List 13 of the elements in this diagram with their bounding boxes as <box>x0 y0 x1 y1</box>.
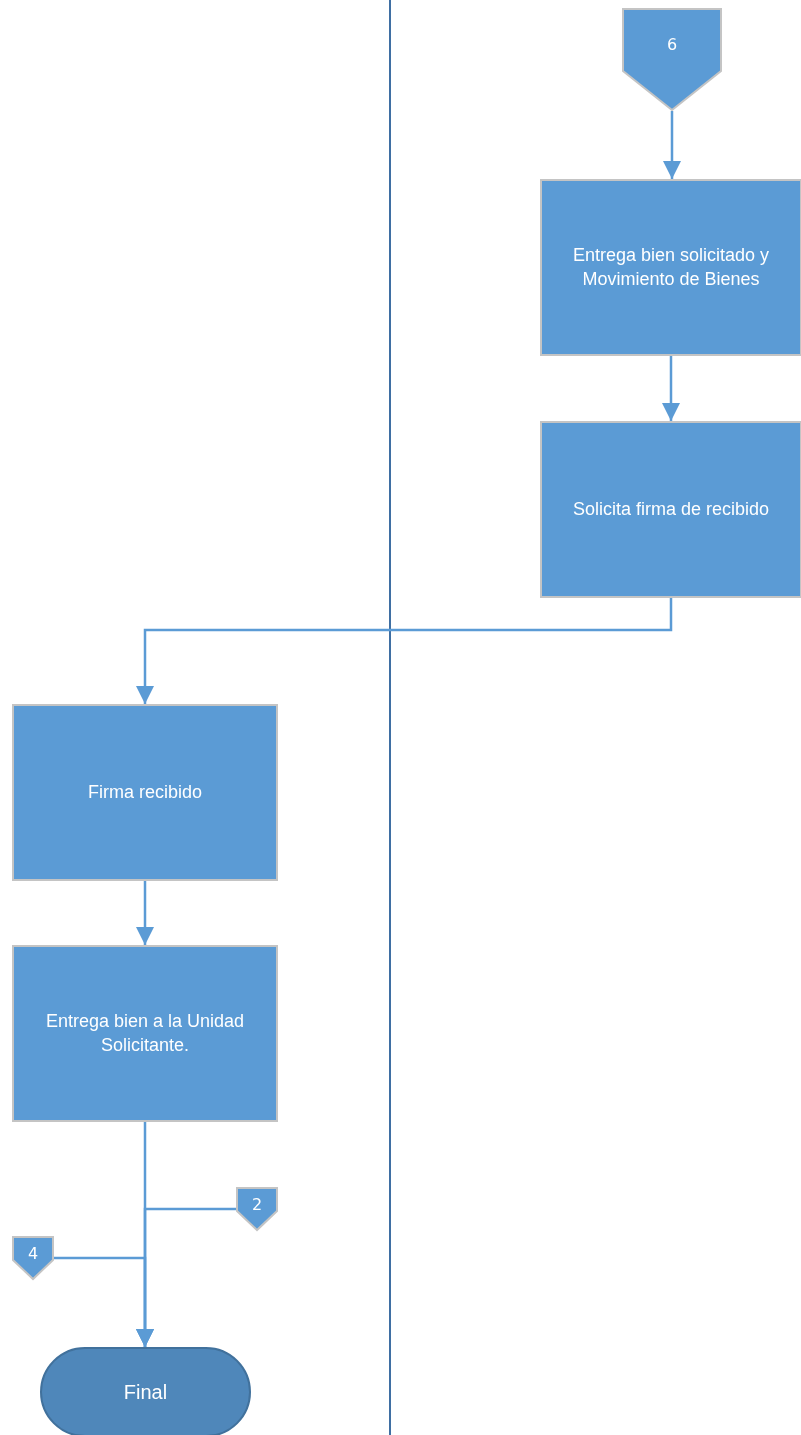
connector-number: 6 <box>666 35 678 54</box>
connector-number: 2 <box>251 1195 263 1214</box>
connector-number: 4 <box>27 1244 39 1263</box>
process-box: Solicita firma de recibido <box>540 421 801 598</box>
arrow <box>663 111 681 179</box>
arrow <box>662 356 680 421</box>
arrow <box>54 1256 154 1347</box>
arrow <box>136 881 154 945</box>
process-box: Firma recibido <box>12 704 278 881</box>
process-box: Entrega bien a la Unidad Solicitante. <box>12 945 278 1122</box>
arrow <box>136 598 673 704</box>
process-box: Entrega bien solicitado y Movimiento de Bienes <box>540 179 801 356</box>
terminator-shape: Final <box>40 1347 251 1435</box>
